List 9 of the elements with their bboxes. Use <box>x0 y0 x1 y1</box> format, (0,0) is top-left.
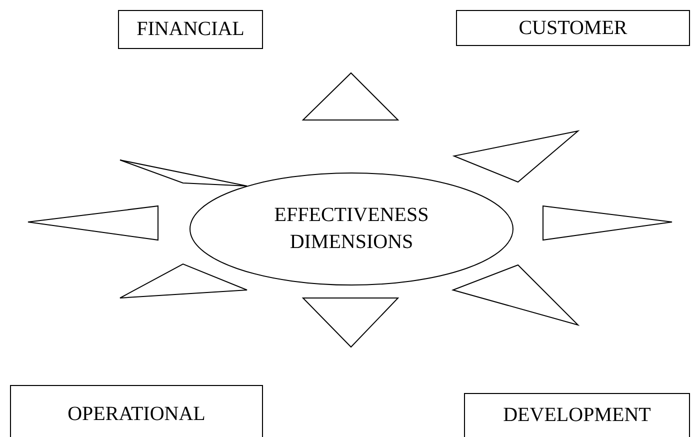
category-label: DEVELOPMENT <box>503 403 651 428</box>
category-box <box>464 393 690 437</box>
category-label: CUSTOMER <box>518 16 628 40</box>
category-box <box>118 10 263 49</box>
category-label: OPERATIONAL <box>68 402 206 427</box>
category-label: FINANCIAL <box>136 17 244 42</box>
category-box <box>456 10 690 46</box>
center-label: EFFECTIVENESS DIMENSIONS <box>273 203 430 255</box>
category-box <box>10 385 263 437</box>
